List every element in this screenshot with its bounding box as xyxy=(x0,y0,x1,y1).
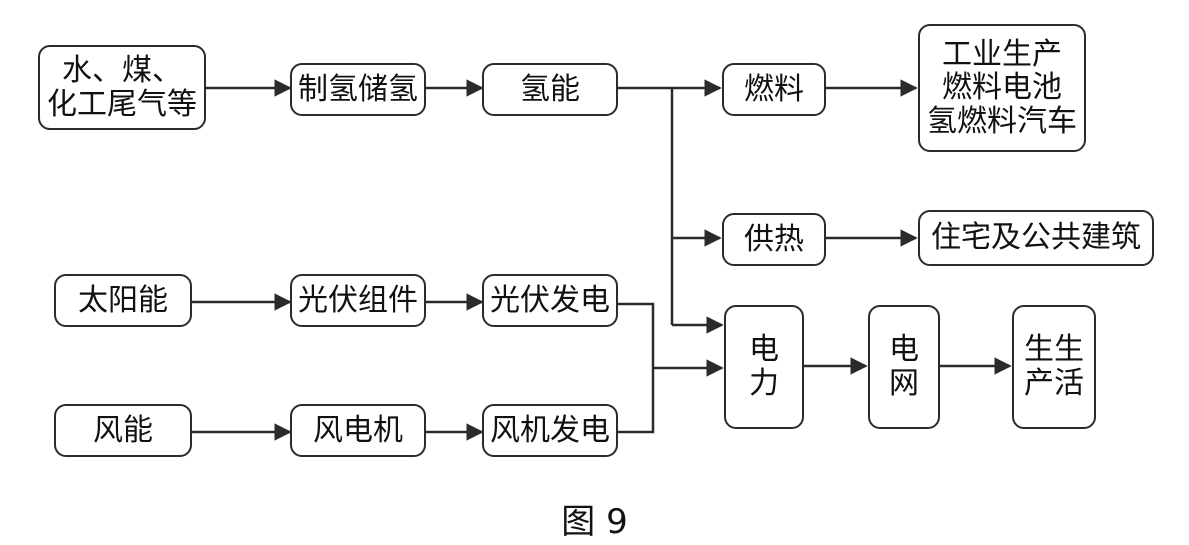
node-wind-energy: 风能 xyxy=(54,404,192,457)
figure-caption: 图 9 xyxy=(561,502,628,542)
node-heating: 供热 xyxy=(722,213,826,266)
node-buildings: 住宅及公共建筑 xyxy=(918,210,1154,266)
connector-pv-power-to-merge xyxy=(618,302,655,434)
node-wind-power: 风机发电 xyxy=(482,404,618,457)
node-pv-power: 光伏发电 xyxy=(482,274,618,327)
node-hydrogen-energy: 氢能 xyxy=(482,63,618,116)
node-water-coal-gas: 水、煤、 化工尾气等 xyxy=(38,45,206,130)
node-pv-modules: 光伏组件 xyxy=(290,274,426,327)
node-fuel: 燃料 xyxy=(722,63,826,116)
node-wind-turbine: 风电机 xyxy=(290,404,426,457)
node-hydrogen-production-storage: 制氢储氢 xyxy=(290,63,426,116)
node-fuel-uses: 工业生产 燃料电池 氢燃料汽车 xyxy=(918,24,1086,152)
node-production-life: 生生 产活 xyxy=(1012,305,1096,429)
node-grid: 电 网 xyxy=(868,305,940,429)
node-electricity: 电 力 xyxy=(724,305,804,429)
node-solar-energy: 太阳能 xyxy=(54,274,192,327)
